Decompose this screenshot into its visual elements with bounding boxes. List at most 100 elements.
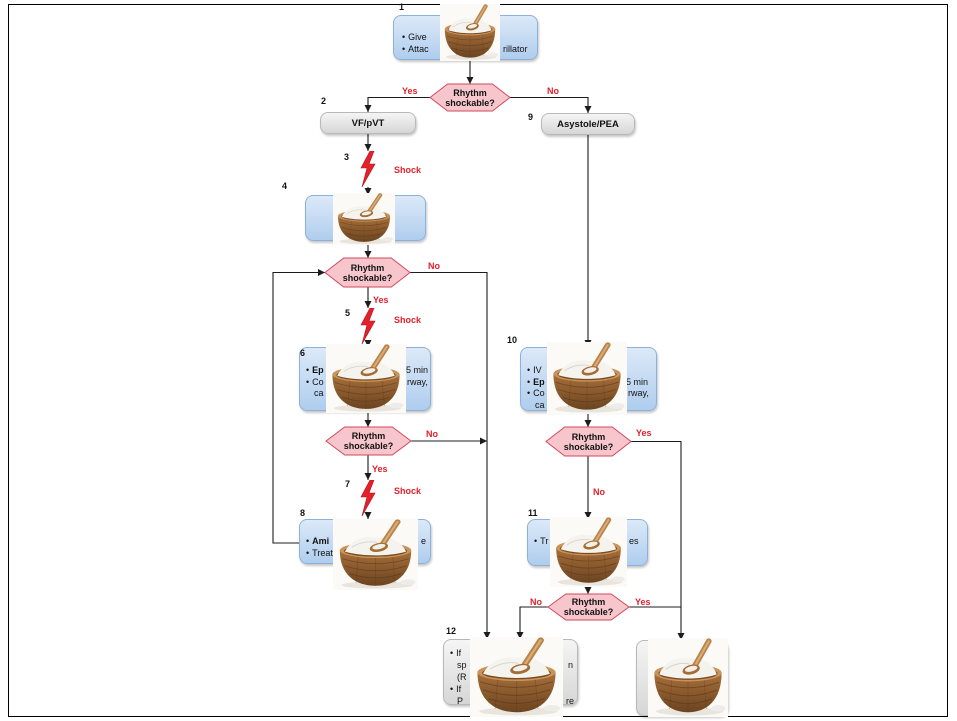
step-9-box: Asystole/PEA <box>541 113 635 135</box>
step-2-number: 2 <box>321 96 327 106</box>
step-10-text: Ep <box>533 376 545 387</box>
step-1-text-tail: rillator <box>503 43 528 54</box>
lightning-bolt-icon <box>360 151 376 187</box>
step-1-line-1: •Give <box>402 32 427 44</box>
step-12-line-2: sp <box>457 660 467 670</box>
step-1-number: 1 <box>399 2 405 12</box>
step-4-number: 4 <box>282 181 288 191</box>
bullet: • <box>402 32 406 42</box>
decision-1-no-label: No <box>547 86 559 96</box>
step-3-number: 3 <box>344 152 350 162</box>
step-10-line-2: •Ep <box>527 377 545 389</box>
step-1-text: Give <box>408 32 427 42</box>
salt-bowl-image <box>470 637 563 717</box>
step-8-line-1: •Ami <box>306 536 329 548</box>
step-10-line-4: ca <box>535 399 545 410</box>
step-3-shock-label: Shock <box>394 165 422 175</box>
bullet: • <box>534 536 538 546</box>
salt-bowl-image <box>440 4 500 61</box>
decision-line-1: Rhythm <box>351 431 386 441</box>
decision-1-yes-label: Yes <box>402 86 418 96</box>
bullet: • <box>450 648 454 658</box>
step-6-line-2: •Co <box>306 377 324 389</box>
step-6-text: Co <box>312 376 324 387</box>
step-2-label: VF/pVT <box>351 117 385 129</box>
decision-line-2: shockable? <box>563 607 614 617</box>
lightning-bolt-icon <box>360 480 376 516</box>
decision-line-2: shockable? <box>343 441 394 451</box>
decision-1-diamond: Rhythm shockable? <box>430 84 510 111</box>
step-12-line-5: P <box>457 696 464 706</box>
decision-line-1: Rhythm <box>571 597 606 607</box>
step-11-line-1: •Tr <box>534 536 548 548</box>
step-6-text-tail: 5 min <box>406 365 429 375</box>
step-6-text: Ep <box>312 365 324 375</box>
step-10-line-3: •Co <box>527 388 545 400</box>
connector-loop-arrow <box>272 269 325 544</box>
decision-4-text: Rhythm shockable? <box>546 427 631 456</box>
decision-2-text: Rhythm shockable? <box>325 258 410 287</box>
step-8-number: 8 <box>300 508 306 518</box>
step-1-line-2: •Attac <box>402 44 429 56</box>
step-12-text: If <box>456 648 462 658</box>
decision-3-text: Rhythm shockable? <box>326 427 411 455</box>
step-11-text-tail: es <box>629 536 639 546</box>
step-12-line-3: (R <box>457 672 467 682</box>
salt-bowl-image <box>550 517 627 587</box>
bullet: • <box>306 547 310 558</box>
decision-4-diamond: Rhythm shockable? <box>546 427 631 456</box>
step-2-box: VF/pVT <box>320 112 416 134</box>
bullet: • <box>306 536 310 546</box>
decision-3-yes-label: Yes <box>372 464 388 474</box>
step-10-text-tail: 5 min <box>626 376 649 387</box>
step-12-line-4: •If <box>450 683 461 695</box>
step-6-line-3: ca <box>314 388 324 398</box>
salt-bowl-image <box>326 344 406 413</box>
step-11-number: 11 <box>528 508 538 518</box>
decision-5-yes-label: Yes <box>635 597 651 607</box>
decision-shape <box>430 84 510 111</box>
salt-bowl-image <box>333 519 418 590</box>
bullet: • <box>527 365 531 375</box>
decision-2-yes-label: Yes <box>373 295 389 305</box>
bullet: • <box>306 365 310 375</box>
salt-bowl-image <box>648 638 728 717</box>
step-6-text-tail: rway, <box>407 376 428 387</box>
connector-no-arrow <box>410 271 491 639</box>
step-5-shock-label: Shock <box>394 315 422 325</box>
step-9-label: Asystole/PEA <box>557 118 619 130</box>
decision-2-diamond: Rhythm shockable? <box>325 258 410 287</box>
step-6-number: 6 <box>300 348 306 358</box>
step-6-line-1: •Ep <box>306 365 324 377</box>
lightning-bolt-icon <box>360 308 376 344</box>
bullet: • <box>527 388 531 398</box>
step-8-line-2: •Treat <box>306 548 333 560</box>
salt-bowl-image <box>333 193 395 245</box>
step-12-text-tail: n <box>568 660 574 670</box>
step-8-text: Treat <box>312 547 333 558</box>
step-10-number: 10 <box>507 335 518 345</box>
decision-1-text: Rhythm shockable? <box>430 84 510 111</box>
connector-no-arrow <box>510 96 592 113</box>
step-1-text: Attac <box>408 43 429 54</box>
step-12-text-tail: re <box>566 696 575 706</box>
step-11-text: Tr <box>540 536 549 546</box>
decision-5-diamond: Rhythm shockable? <box>548 594 629 620</box>
step-9-number: 9 <box>528 112 534 122</box>
bullet: • <box>402 43 406 54</box>
decision-shape <box>325 258 410 287</box>
step-10-text-tail: rway, <box>628 388 649 398</box>
decision-2-no-label: No <box>428 261 440 271</box>
decision-line-1: Rhythm <box>350 262 385 273</box>
bullet: • <box>527 376 531 387</box>
decision-line-2: shockable? <box>342 272 393 283</box>
decision-shape <box>548 594 629 620</box>
decision-3-no-label: No <box>426 429 438 439</box>
decision-line-1: Rhythm <box>453 87 487 98</box>
step-12-text: If <box>456 684 462 694</box>
decision-5-no-label: No <box>530 597 542 607</box>
step-8-text-tail: e <box>421 536 427 546</box>
decision-5-text: Rhythm shockable? <box>548 594 629 620</box>
bullet: • <box>306 376 310 387</box>
